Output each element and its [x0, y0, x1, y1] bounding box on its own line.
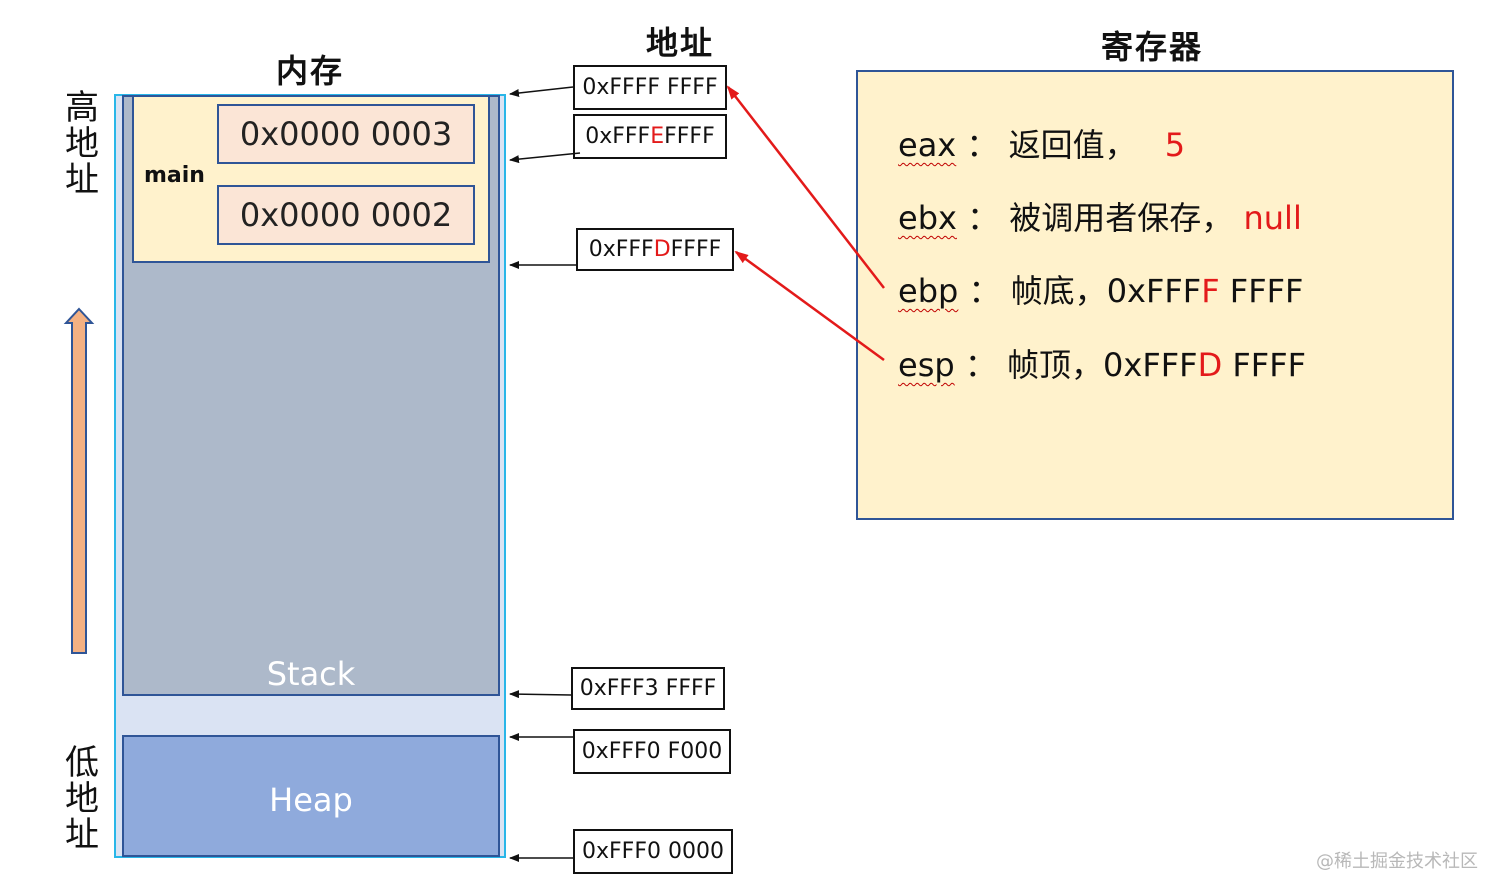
watermark: @稀土掘金技术社区 [1316, 851, 1478, 872]
register-eax: eax ： 返回值， 5 [898, 126, 1186, 164]
heap-label: Heap [269, 781, 353, 819]
ebp-pointer-arrow [726, 85, 885, 289]
address-heading: 地址 [646, 24, 715, 62]
stack-label: Stack [266, 655, 356, 693]
main-frame-label: main [144, 163, 205, 188]
memory-cell: 0x0000 0003 [217, 104, 475, 164]
address-box: 0xFFF0 0000 [573, 829, 733, 874]
address-box: 0xFFFF FFFF [573, 65, 727, 110]
registers-heading: 寄存器 [1101, 28, 1204, 66]
esp-pointer-arrow [734, 250, 885, 362]
heap-region: Heap [122, 735, 500, 857]
memory-heading: 内存 [276, 52, 345, 90]
high-address-label: 高 地 址 [65, 88, 99, 200]
growth-up-arrow-icon [63, 307, 95, 654]
address-box: 0xFFF0 F000 [573, 729, 731, 774]
address-pointer-arrow [509, 690, 572, 699]
register-esp: esp ： 帧顶，0xFFFD FFFF [898, 346, 1306, 384]
register-ebx: ebx ： 被调用者保存， null [898, 199, 1302, 237]
address-pointer-arrow [509, 86, 574, 97]
register-panel [856, 70, 1454, 520]
memory-cell: 0x0000 0002 [217, 185, 475, 245]
register-ebp: ebp ： 帧底，0xFFFF FFFF [898, 272, 1304, 310]
address-pointer-arrow [509, 152, 581, 164]
address-box: 0xFFF3 FFFF [571, 667, 725, 710]
low-address-label: 低 地 址 [65, 743, 99, 855]
